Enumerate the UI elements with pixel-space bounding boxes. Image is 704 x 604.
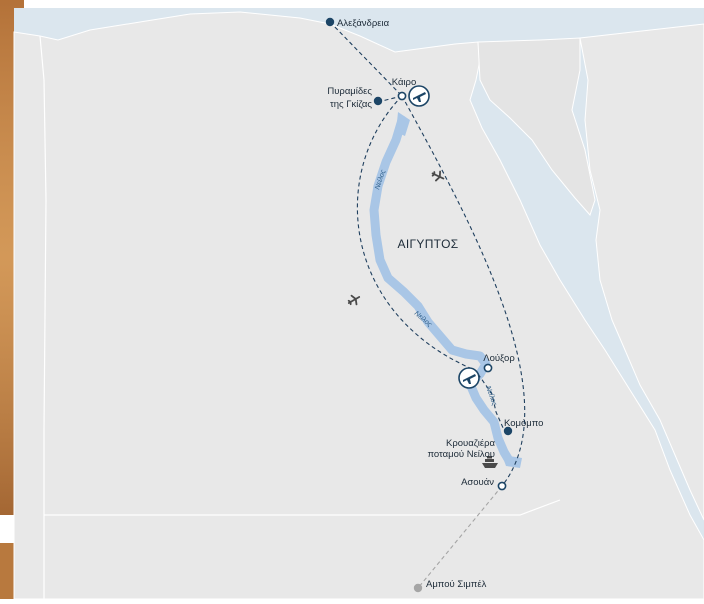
label-cruise-line1: Κρουαζιέρα (446, 438, 495, 449)
airplane-circle-icon (458, 367, 480, 389)
land (13, 11, 704, 600)
route-alexandria-cairo (329, 21, 403, 97)
alexandria-marker[interactable] (325, 17, 335, 27)
nile-river (369, 115, 515, 467)
route-luxor-cruise (477, 373, 505, 431)
giza-marker[interactable] (373, 96, 383, 106)
label-cairo: Κάιρο (392, 77, 417, 88)
abu-simbel-marker[interactable] (413, 583, 423, 593)
arabia (579, 23, 704, 521)
sinai (477, 37, 596, 216)
borders (39, 35, 561, 599)
label-kom-ombo: Κομόμπο (504, 418, 543, 429)
nile-delta (396, 112, 410, 136)
airplane-icon (347, 294, 361, 306)
cairo-marker[interactable] (397, 91, 407, 101)
label-alexandria: Αλεξάνδρεια (337, 18, 390, 29)
luxor-marker[interactable] (483, 363, 493, 373)
label-giza-line1: Πυραμίδες (327, 86, 372, 97)
label-country: ΑΙΓΥΠΤΟΣ (398, 237, 459, 251)
label-aswan: Ασουάν (461, 477, 494, 488)
label-abu-simbel: Αμπού Σιμπέλ (426, 579, 487, 590)
airplane-icon (431, 170, 445, 182)
label-luxor: Λούξορ (483, 353, 515, 364)
markers (325, 17, 513, 593)
nile-south (502, 455, 522, 468)
aswan-marker[interactable] (497, 481, 507, 491)
kom-ombo-marker[interactable] (503, 426, 513, 436)
airplane-circle-icon (408, 85, 430, 107)
route-aswan-abusimbel (417, 485, 503, 589)
ship-icon (482, 456, 498, 468)
route-cairo-aswan-east (401, 95, 526, 487)
label-giza-line2: της Γκίζας (330, 99, 372, 110)
label-cruise-line2: ποταμού Νείλου (427, 449, 495, 460)
